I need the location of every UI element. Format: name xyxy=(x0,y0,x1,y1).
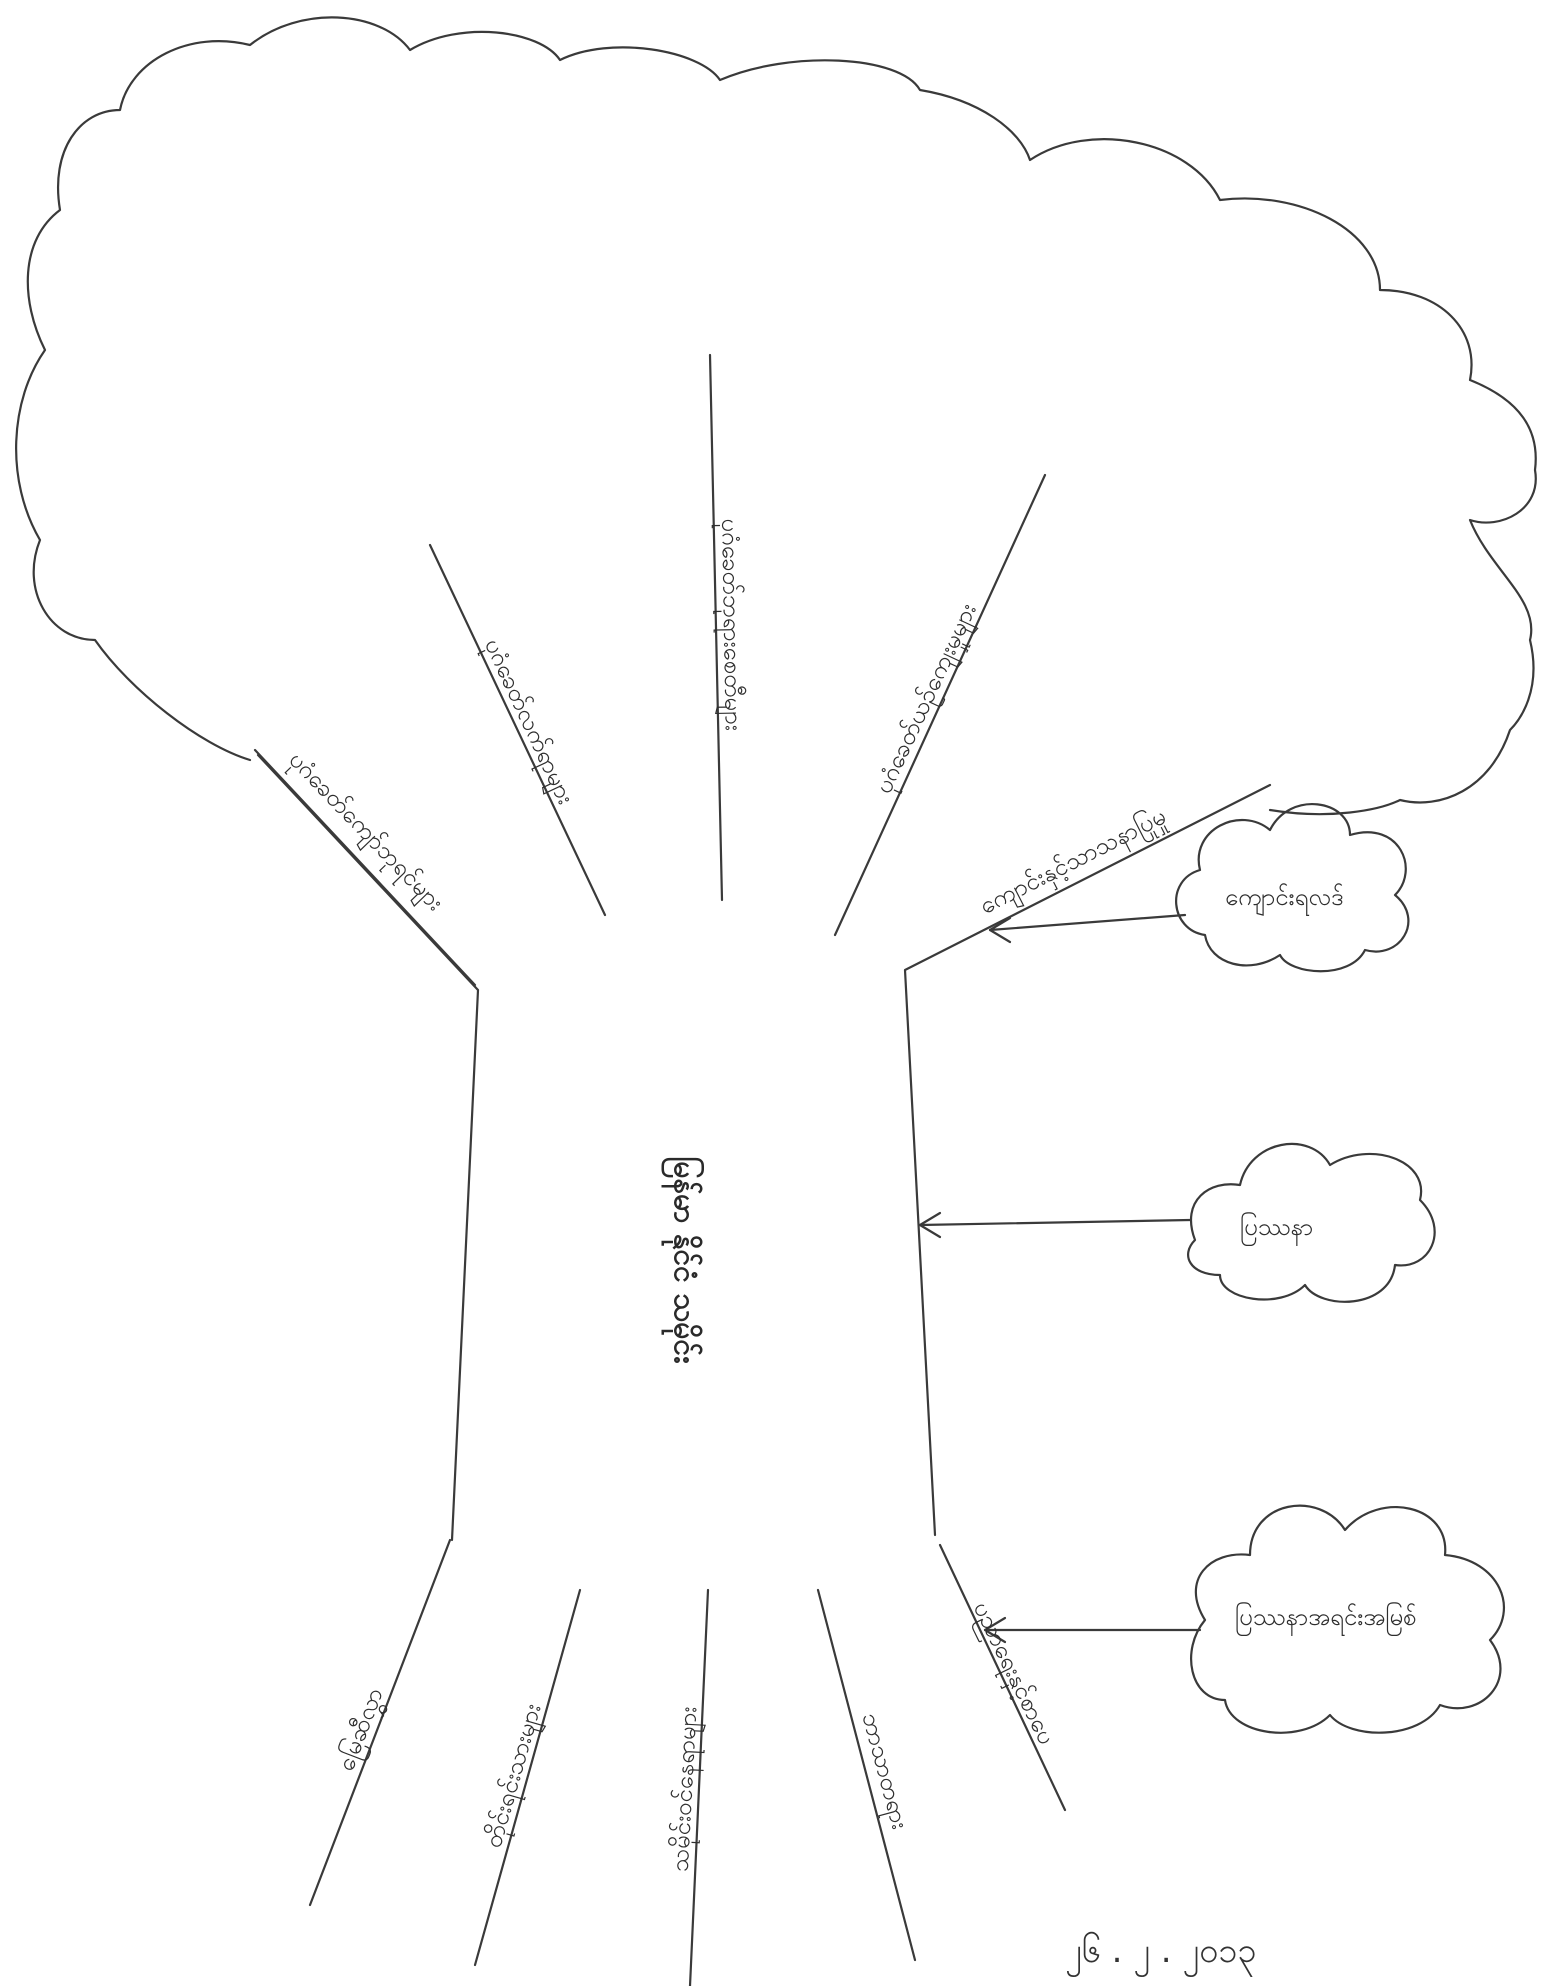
arrow-1 xyxy=(988,913,1187,944)
arrow-3 xyxy=(983,1616,1202,1644)
branch-label-5: ကျောင်းနှင့်သာသနာပြုမှု xyxy=(974,800,1173,925)
branch-label-2: ပုဂံခေတ်လက်ရာများ xyxy=(474,634,581,811)
branch-line-2 xyxy=(428,543,607,917)
root-label-3: သမိုင်းဝင်နေရာများ xyxy=(665,1706,708,1873)
root-line-2 xyxy=(473,1588,582,1967)
root-line-3 xyxy=(688,1588,710,1986)
branch-label-1: ပုဂံခေတ်ကျော်ဘုရင်များ xyxy=(280,745,450,920)
root-line-1 xyxy=(308,1538,452,1907)
cloud-2: ပြဿနာ xyxy=(1187,1142,1436,1303)
root-line-4 xyxy=(816,1588,917,1962)
cloud-1-label: ကျောင်းရလဒ် xyxy=(1225,882,1343,916)
trunk-title: မြန်မာ နိုင်ငံ သမိုင်း xyxy=(660,1156,705,1363)
branch-label-4: ပုဂံခေတ်ယဉ်ကျေးမှုများ xyxy=(868,598,986,800)
branch-line-4 xyxy=(833,473,1047,937)
root-label-4: ဘာသာတရား xyxy=(852,1710,915,1834)
root-label-1: မြေဆီလွှာ xyxy=(330,1683,394,1777)
root-label-5: ပညာရေးနှင့်စာပေ xyxy=(962,1597,1062,1752)
arrow-2 xyxy=(918,1211,1192,1239)
cloud-2-label: ပြဿနာ xyxy=(1240,1211,1313,1246)
branch-line-1 xyxy=(253,748,477,987)
trunk-title-text: မြန်မာ နိုင်ငံ သမိုင်း xyxy=(660,1156,705,1363)
branch-line-3 xyxy=(708,353,724,902)
cloud-3-label: ပြဿနာအရင်းအမြစ် xyxy=(1235,1601,1417,1636)
cloud-1: ကျောင်းရလဒ် xyxy=(1175,803,1410,973)
date-text: ၂၆ . ၂ . ၂၀၁၃ xyxy=(1065,1931,1256,1977)
root-label-2: တိုင်းရင်းသားများ xyxy=(478,1700,552,1852)
cloud-3: ပြဿနာအရင်းအမြစ် xyxy=(1190,1504,1506,1734)
root-line-5 xyxy=(938,1543,1067,1812)
canopy-outline xyxy=(15,16,1537,816)
trunk-left-line xyxy=(256,753,480,1542)
trunk-right-line xyxy=(903,783,1272,1537)
